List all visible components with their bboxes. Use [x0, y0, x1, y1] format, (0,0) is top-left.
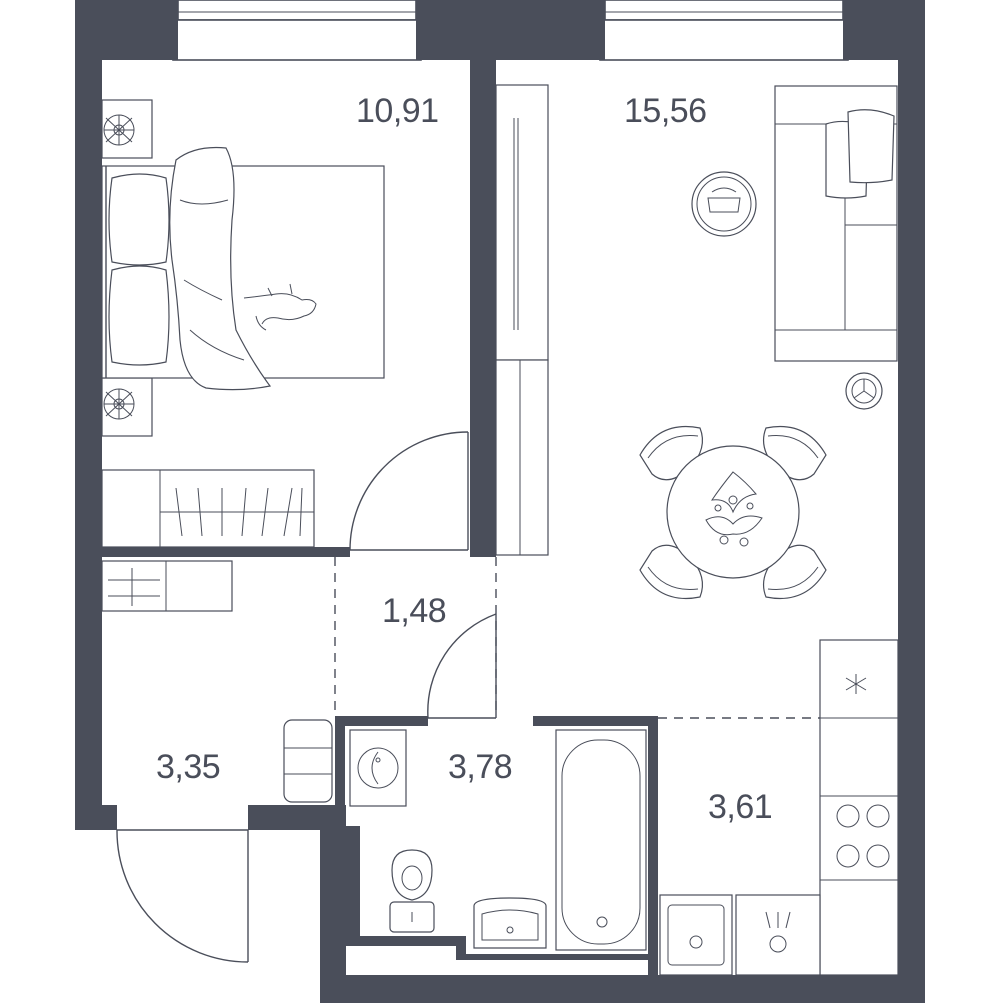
bedroom [101, 99, 483, 548]
washbasin-icon [473, 897, 547, 949]
area-bedroom: 10,91 [356, 92, 439, 130]
sofa-icon [774, 85, 898, 362]
armchair-icon [691, 171, 757, 237]
washing-machine-icon [349, 729, 407, 807]
area-corridor: 1,48 [382, 592, 446, 630]
hallway [101, 560, 333, 803]
area-kitchen: 3,61 [708, 788, 772, 826]
bathroom [349, 729, 647, 951]
round-table-icon [845, 372, 883, 410]
cat-icon [243, 283, 317, 331]
window-icon [172, 0, 422, 61]
kitchen-sink-icon [659, 894, 821, 976]
toilet-icon [389, 849, 435, 933]
door-swing-icon [349, 431, 469, 551]
plant-icon [705, 471, 763, 547]
cooktop-icon [836, 804, 890, 868]
kitchen [659, 639, 899, 976]
area-living-room: 15,56 [624, 92, 707, 130]
wardrobe-icon [495, 84, 549, 556]
window-icon [599, 0, 849, 61]
walls [75, 0, 925, 1003]
pillow-icon [108, 265, 170, 366]
nightstand-icon [101, 377, 153, 437]
area-bathroom: 3,78 [448, 748, 512, 786]
door-swing-icon [427, 613, 497, 719]
living-room [495, 84, 898, 600]
area-labels: 10,91 15,56 1,48 3,35 3,78 3,61 [156, 92, 773, 826]
door-swing-icon [116, 829, 249, 963]
double-bed-icon [101, 146, 385, 391]
kitchen-counter [819, 639, 899, 976]
wardrobe-icon [101, 469, 315, 548]
bathtub-icon [555, 729, 647, 951]
area-hallway: 3,35 [156, 748, 220, 786]
pillow-icon [108, 173, 170, 266]
shoe-rack-icon [283, 719, 333, 803]
wardrobe-icon [101, 560, 233, 612]
nightstand-icon [101, 99, 153, 159]
